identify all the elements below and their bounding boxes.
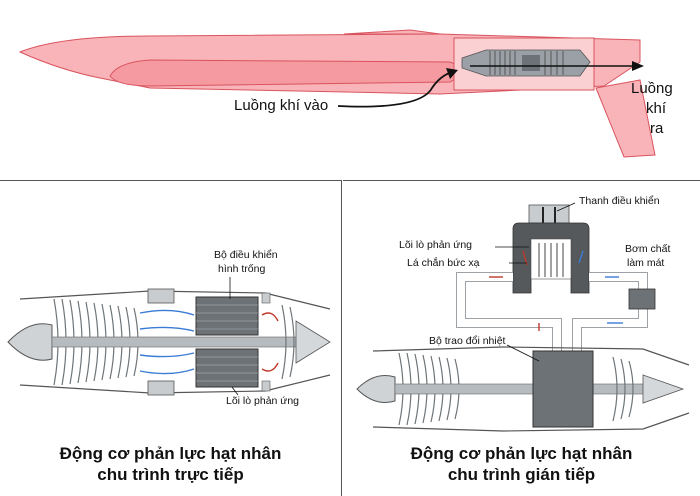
- aircraft-diagram: [18, 29, 656, 158]
- indirect-caption-line-1: Động cơ phản lực hạt nhân: [410, 444, 633, 463]
- outlet-label-line-3: ra: [650, 120, 664, 137]
- reactor-core-rods: [538, 243, 564, 277]
- core-leader: [231, 386, 239, 396]
- indirect-exhaust-cone: [642, 374, 685, 404]
- nacelle-top: [19, 290, 331, 310]
- rear-fin: [595, 79, 656, 158]
- direct-caption-line-2: chu trình trực tiếp: [97, 465, 244, 484]
- direct-cycle-diagram: [7, 277, 331, 396]
- aircraft-diagram-panel: Luồng khí vào Luồng khí ra: [0, 0, 700, 178]
- coolant-loop-inner: [457, 273, 647, 351]
- coolant-pump-label-1: Bơm chất: [625, 243, 671, 255]
- control-drum-top: [147, 288, 175, 304]
- control-rod-label: Thanh điều khiển: [579, 195, 660, 207]
- control-drum-rear-top: [261, 292, 271, 304]
- heat-exchanger: [532, 350, 594, 428]
- reactor-core-lines: [196, 304, 258, 382]
- indirect-caption-line-2: chu trình gián tiếp: [447, 465, 596, 484]
- heat-exchanger-label: Bộ trao đổi nhiệt: [429, 335, 506, 347]
- hot-flow-arrows: [261, 312, 279, 372]
- outflow-arrowhead: [632, 61, 644, 71]
- control-drum-bottom: [147, 380, 175, 396]
- control-drum-rear-bottom: [261, 380, 271, 392]
- coolant-pump-label-2: làm mát: [627, 257, 665, 269]
- inflow-arrow: [337, 71, 453, 108]
- reactor-core-label: Lõi lò phản ứng: [226, 395, 300, 407]
- inlet-label: Luồng khí vào: [234, 97, 329, 114]
- direct-caption-line-1: Động cơ phản lực hạt nhân: [59, 444, 282, 463]
- engine-core: [522, 55, 540, 71]
- indirect-cycle-diagram: [356, 202, 690, 432]
- engine-shaft: [51, 336, 313, 348]
- cool-flow-arrows: [139, 309, 195, 375]
- indirect-core-label: Lõi lò phản ứng: [399, 239, 473, 251]
- rod-leader: [556, 202, 576, 212]
- inflow-arrowhead: [446, 68, 458, 79]
- coolant-pump: [628, 288, 656, 310]
- control-drum-label-2: hình trống: [218, 263, 266, 275]
- indirect-cycle-panel: Thanh điều khiển Lõi lò phản ứng Lá chắn…: [343, 180, 700, 496]
- lower-pod: [109, 59, 472, 87]
- outlet-label-line-1: Luồng: [631, 80, 673, 97]
- loop-cool-arrows: [578, 250, 623, 324]
- nacelle-bottom: [19, 374, 331, 394]
- indirect-intake-spinner: [356, 375, 396, 403]
- indirect-nacelle-bottom: [372, 412, 690, 432]
- engine-blades: [489, 51, 564, 75]
- control-drum-label-1: Bộ điều khiển: [214, 249, 278, 261]
- exhaust-cone: [295, 320, 331, 364]
- radiation-shield-label: Lá chắn bức xạ: [407, 257, 480, 269]
- indirect-nacelle-top: [372, 346, 690, 366]
- turbine-blades: [281, 304, 295, 380]
- indirect-turbine-blades: [612, 356, 634, 422]
- outlet-label-line-2: khí: [646, 100, 667, 117]
- control-rod-block: [528, 204, 570, 224]
- exchanger-leader: [506, 344, 540, 362]
- top-fin: [343, 29, 441, 35]
- intake-spinner: [7, 323, 53, 361]
- direct-cycle-panel: Bộ điều khiển hình trống Lõi lò phản ứng…: [0, 180, 342, 496]
